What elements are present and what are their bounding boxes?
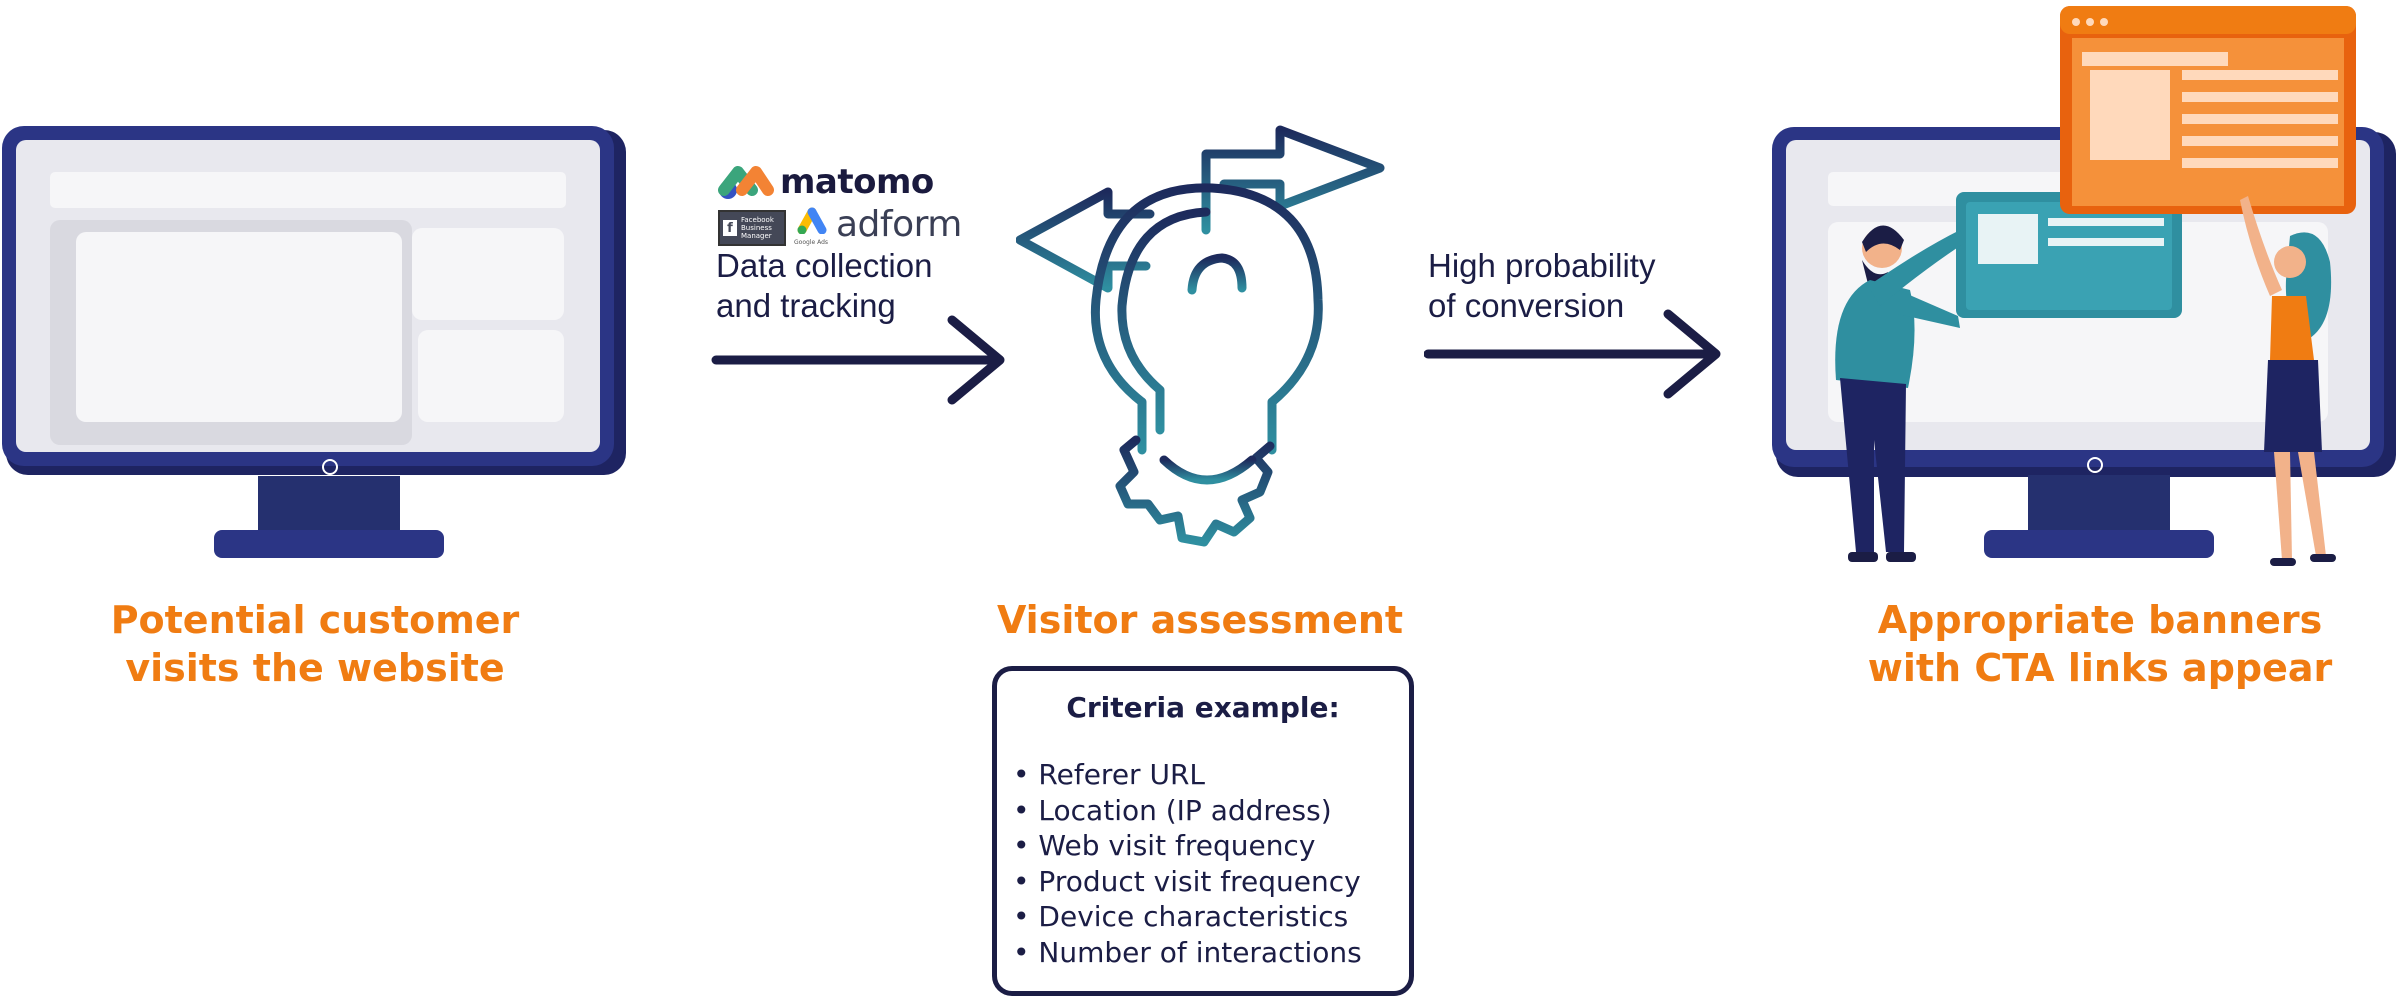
conversion-probability-label: High probability of conversion: [1428, 247, 1656, 324]
matomo-logo: matomo: [718, 160, 934, 204]
banner-scene-illustration: [1772, 6, 2396, 566]
google-ads-logo: Google Ads: [794, 206, 834, 252]
criteria-item: Product visit frequency: [1013, 864, 1362, 900]
criteria-heading: Criteria example:: [1066, 691, 1340, 724]
criteria-item: Location (IP address): [1013, 793, 1362, 829]
man-figure: [1835, 225, 1966, 562]
teal-banner-graphic: [1956, 192, 2182, 318]
criteria-item: Web visit frequency: [1013, 828, 1362, 864]
facebook-icon: f: [723, 220, 737, 236]
stage-title-potential-customer: Potential customer visits the website: [110, 598, 520, 690]
google-ads-icon: [797, 207, 827, 235]
arrow-right-icon: [1424, 309, 1721, 399]
criteria-box: Criteria example: Referer URL Location (…: [992, 666, 1414, 996]
monitor-illustration-left: [2, 126, 626, 558]
stage-title-visitor-assessment: Visitor assessment: [996, 598, 1404, 642]
adform-logo: adform: [836, 204, 962, 245]
stage-title-appropriate-banners: Appropriate banners with CTA links appea…: [1867, 598, 2333, 690]
criteria-item: Referer URL: [1013, 757, 1362, 793]
criteria-item: Number of interactions: [1013, 935, 1361, 971]
arrow-right-icon: [711, 315, 1005, 405]
lightbulb-gear-icon: [1016, 125, 1385, 547]
data-collection-label: Data collection and tracking: [716, 247, 933, 324]
woman-figure: [2240, 196, 2336, 566]
criteria-list: Referer URL Location (IP address) Web vi…: [1013, 757, 1362, 971]
matomo-icon: [718, 166, 774, 199]
criteria-item: Device characteristics: [1013, 899, 1362, 935]
facebook-business-manager-logo: f Facebook Business Manager: [718, 210, 786, 246]
orange-banner-graphic: [2060, 6, 2356, 214]
